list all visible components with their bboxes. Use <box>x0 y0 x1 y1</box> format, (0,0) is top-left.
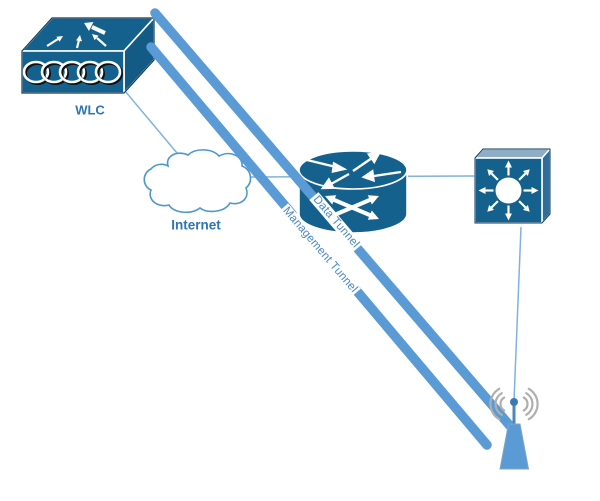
cloud-icon <box>143 149 252 214</box>
internet-label: Internet <box>171 217 221 233</box>
multilayer-switch-icon <box>473 147 552 225</box>
management-tunnel-line-upper <box>146 42 297 219</box>
router-icon <box>298 150 408 234</box>
antenna-ball <box>510 398 518 406</box>
wlc-label: WLC <box>75 102 105 118</box>
link-wlc-internet <box>124 90 178 154</box>
link-switch-access-point <box>513 226 522 402</box>
wireless-lan-controller-icon <box>20 15 156 96</box>
access-point-icon <box>489 387 539 470</box>
antenna-base <box>499 423 530 470</box>
management-tunnel-line-lower <box>351 285 492 450</box>
switch-radiating-arrows <box>478 160 539 221</box>
wlc-top-arrows <box>46 22 107 49</box>
wireless-signal-arcs <box>489 387 539 421</box>
router-top-arrows <box>306 151 402 190</box>
wlc-braid-pattern <box>22 60 123 85</box>
